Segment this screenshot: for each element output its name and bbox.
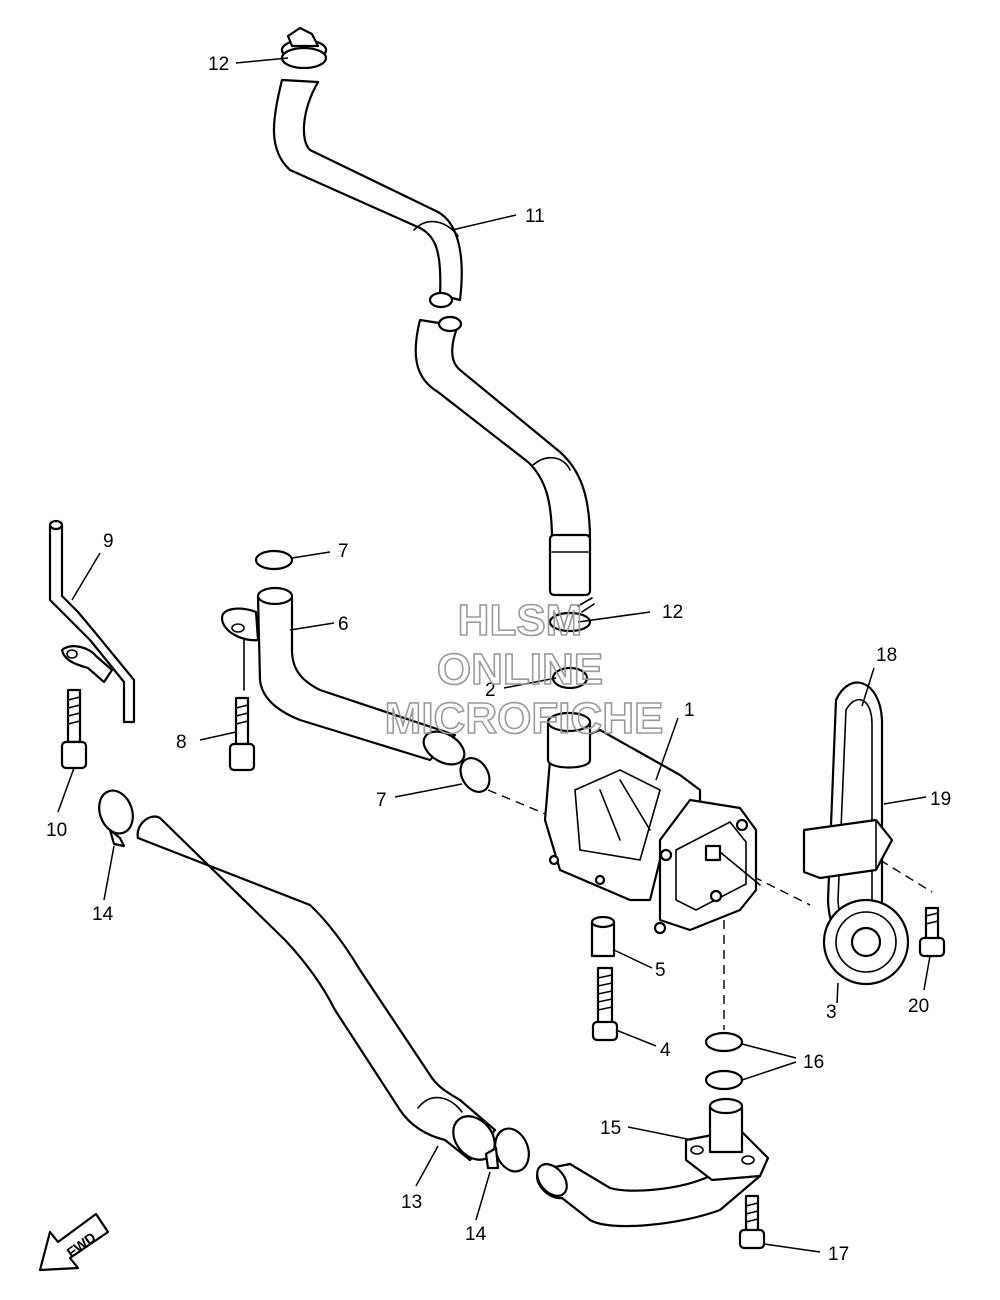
callout-12-top: 12 [208, 54, 229, 75]
callout-2: 2 [485, 680, 496, 701]
o-ring-7-lower [459, 757, 491, 793]
hose-clamp-14-left [98, 789, 134, 848]
bolt-20 [918, 906, 946, 958]
alignment-line-1 [487, 789, 549, 816]
pipe-15 [536, 1097, 770, 1228]
callout-3: 3 [826, 1002, 837, 1023]
callout-14-left: 14 [92, 904, 114, 925]
hose-clamp-12-top [280, 26, 328, 70]
callout-7-top: 7 [338, 541, 349, 562]
callout-20: 20 [908, 996, 929, 1017]
o-ring-16-upper [704, 1031, 744, 1053]
callout-8: 8 [176, 732, 187, 753]
pipe-9 [48, 519, 136, 724]
bolt-8 [228, 696, 256, 772]
forward-direction-arrow: FWD [38, 1212, 110, 1272]
callout-13: 13 [401, 1192, 422, 1213]
callout-numbers: 12 11 12 2 1 9 7 6 8 7 10 14 5 4 18 19 3… [46, 54, 951, 1265]
alignment-line-4 [879, 859, 933, 893]
callout-18: 18 [876, 645, 897, 666]
alignment-line-3 [739, 869, 811, 906]
callout-19: 19 [930, 789, 951, 810]
watermark-line-2: ONLINE [437, 645, 603, 694]
callout-12-mid: 12 [662, 602, 683, 623]
bolt-10 [60, 688, 88, 770]
chain-guide-19 [802, 818, 894, 880]
hose-clamp-12-mid [548, 597, 595, 633]
watermark-line-3: MICROFICHE [385, 694, 664, 743]
collar-5 [590, 915, 616, 958]
o-ring-7-top [254, 549, 294, 571]
callout-14-lower: 14 [465, 1224, 487, 1245]
callout-6: 6 [338, 614, 349, 635]
callout-5: 5 [655, 960, 666, 981]
pipe-6 [220, 586, 466, 766]
callout-15: 15 [600, 1118, 621, 1139]
watermark-line-1: HLSM [458, 596, 583, 645]
callout-10: 10 [46, 820, 67, 841]
callout-7-lower: 7 [376, 790, 387, 811]
hose-clamp-14-lower [484, 1127, 530, 1173]
callout-11: 11 [525, 206, 545, 227]
callout-9: 9 [103, 531, 114, 552]
hose-13 [136, 815, 497, 1162]
callout-17: 17 [828, 1244, 849, 1265]
oil-pump-assembly-1 [543, 711, 761, 935]
callout-1: 1 [684, 700, 695, 721]
leader-lines [57, 57, 931, 1253]
watermark: HLSM ONLINE MICROFICHE [384, 595, 664, 744]
hose-11 [272, 78, 592, 597]
bolt-17 [738, 1194, 766, 1250]
callout-4: 4 [660, 1040, 671, 1061]
callout-16: 16 [803, 1052, 824, 1073]
o-ring-16-lower [704, 1069, 744, 1091]
bolt-4 [591, 966, 619, 1042]
sprocket-3 [822, 898, 910, 986]
